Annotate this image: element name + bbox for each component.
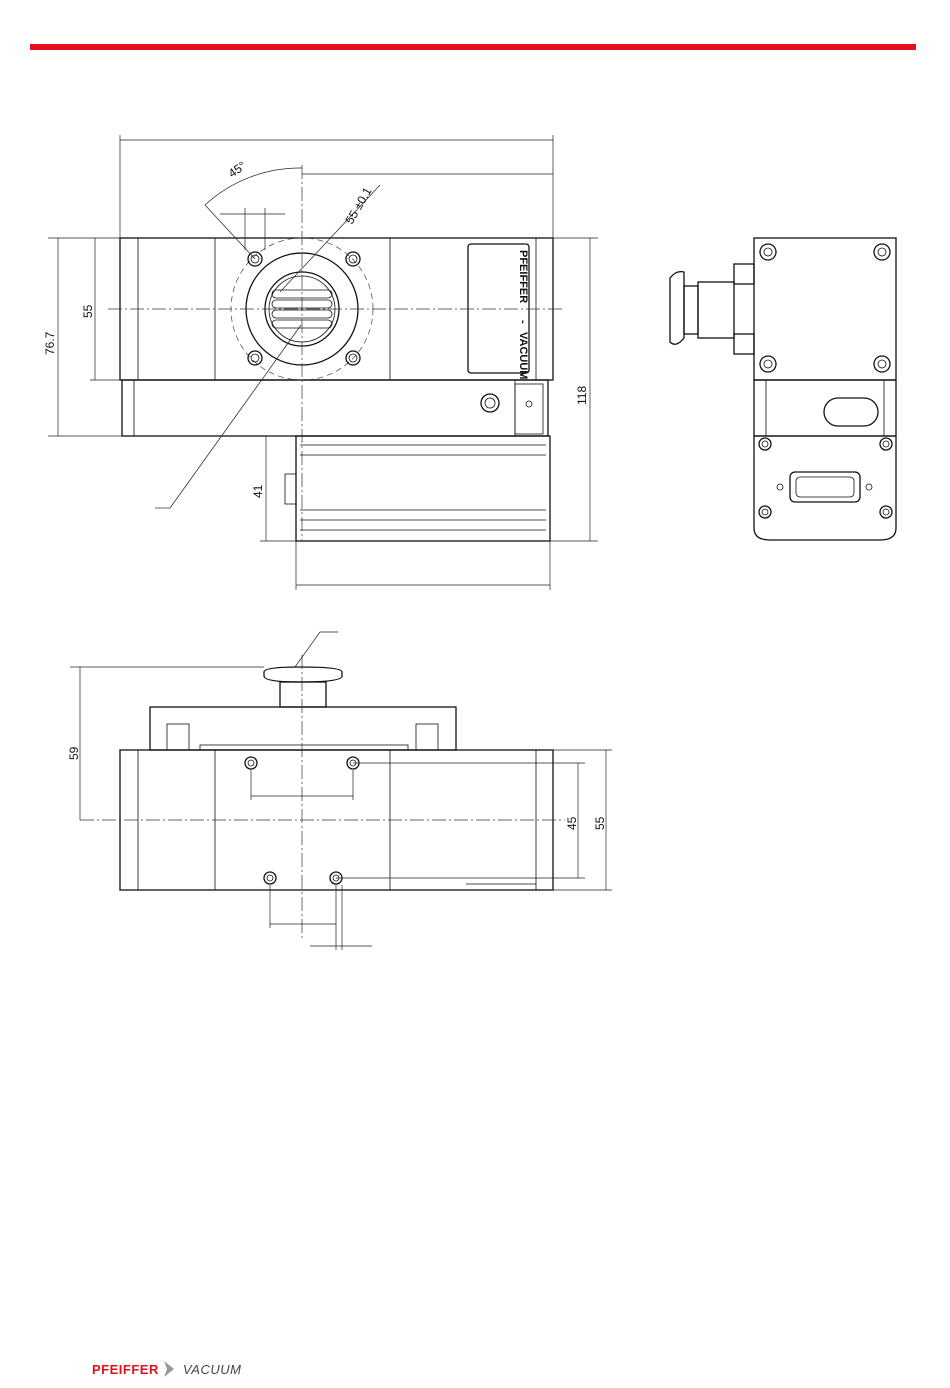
side-motor-end	[754, 436, 896, 540]
footer-logo: PFEIFFER VACUUM	[92, 1356, 241, 1382]
bottom-inlet-flange	[264, 667, 342, 682]
bottom-inlet-neck	[280, 682, 326, 707]
dim-flange-diameter: 55 ±0.1	[342, 185, 374, 227]
angle-arc	[205, 168, 302, 205]
dim-bottom-hole-spacing: 45	[565, 816, 579, 830]
label-separator: -	[517, 320, 529, 324]
motor-body	[296, 436, 550, 541]
dim-front-height-inner: 55	[81, 304, 95, 318]
bottom-top-plate	[150, 707, 456, 750]
front-screw	[481, 394, 499, 412]
side-view	[670, 238, 896, 540]
dim-front-height-total: 76.7	[43, 331, 57, 355]
motor-end-screws	[759, 438, 892, 518]
logo-arrow-icon	[162, 1360, 176, 1378]
front-view: PFEIFFER - VACUUM	[43, 135, 598, 590]
side-screws	[760, 244, 890, 372]
dim-bottom-height: 59	[67, 746, 81, 760]
label-brand-left: PFEIFFER	[517, 250, 529, 303]
side-inlet-flange	[670, 272, 684, 345]
side-body	[754, 238, 896, 380]
front-base-plate	[122, 380, 548, 436]
logo-text-left: PFEIFFER	[92, 1362, 159, 1377]
logo-text-right: VACUUM	[183, 1362, 242, 1377]
front-side-block	[515, 384, 543, 434]
connector	[790, 472, 860, 502]
label-brand-right: VACUUM	[517, 332, 529, 379]
dim-angle: 45°	[226, 158, 249, 180]
bottom-view: 59 45 55	[67, 632, 612, 950]
dim-overall-height: 118	[575, 386, 589, 405]
side-slot	[824, 398, 878, 426]
dim-bottom-depth: 55	[593, 816, 607, 830]
dim-motor-height: 41	[251, 484, 265, 498]
